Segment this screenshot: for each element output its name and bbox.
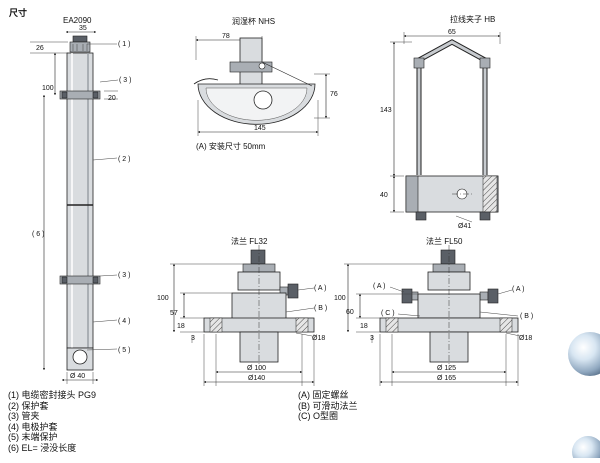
ea2090-dim-100: 100 [42, 85, 54, 92]
hb-drawing: 拉线夹子 HB 65 143 40 Ø41 [380, 14, 501, 230]
ea2090-dim-26: 26 [36, 45, 44, 52]
fl32-dim-dia18: Ø18 [312, 335, 325, 342]
legend-item-b: (B) 可滑动法兰 [298, 400, 358, 411]
fl32-dim-dia100: Ø 100 [247, 365, 266, 372]
fl32-fixing-screw [287, 283, 299, 299]
ea2090-callout-1: ( 1 ) [118, 41, 130, 48]
ea2090-callout-5: ( 5 ) [118, 347, 130, 354]
fl32-gland [250, 249, 266, 265]
fl32-dim-3: 3 [191, 335, 195, 342]
fl50-dim-dia18: Ø18 [519, 335, 532, 342]
ea2090-dim-20: 20 [108, 95, 116, 102]
nhs-title: 润湿杯 NHS [232, 16, 275, 26]
fl50-dim-dia165: Ø 165 [437, 375, 456, 382]
fl32-title: 法兰 FL32 [231, 236, 268, 246]
ea2090-drawing: EA2090 35 26 Ø 40 [30, 16, 131, 384]
fl32-dim-100: 100 [157, 295, 169, 302]
fl50-callout-b: ( B ) [520, 313, 533, 320]
hb-dim-143: 143 [380, 107, 392, 114]
decorative-sphere-lower [572, 436, 600, 463]
hb-title: 拉线夹子 HB [450, 14, 495, 24]
ea2090-dim-6: ( 6 ) [32, 231, 44, 238]
fl32-dim-18: 18 [177, 323, 185, 330]
fl50-gland [440, 249, 456, 265]
nhs-dim-78: 78 [222, 33, 230, 40]
legend-item-a: (A) 固定螺丝 [298, 390, 349, 400]
fl50-callout-c: ( C ) [381, 310, 395, 317]
fl32-callout-a: ( A ) [314, 285, 326, 292]
ea2090-dim-35: 35 [79, 25, 87, 32]
cable-gland [69, 41, 91, 53]
pipe-clamp-upper [59, 90, 101, 100]
fl50-callout-a-left: ( A ) [373, 283, 385, 290]
ea2090-title: EA2090 [63, 16, 92, 25]
fl32-drawing: 法兰 FL32 100 57 18 3 Ø18 Ø [157, 236, 327, 386]
legend-item-5: (5) 末端保护 [8, 432, 58, 442]
pipe-clamp-lower [59, 275, 101, 285]
fl50-dim-60: 60 [346, 309, 354, 316]
page-title: 尺寸 [9, 7, 27, 18]
nhs-drawing: 润湿杯 NHS 78 76 145 (A) 安装尺寸 50mm [193, 16, 338, 151]
fl32-dim-dia140: Ø140 [248, 375, 265, 382]
fl50-callout-a-right: ( A ) [512, 286, 524, 293]
ea2090-callout-3a: ( 3 ) [119, 77, 131, 84]
fl50-dim-18: 18 [360, 323, 368, 330]
parts-legend-right: (A) 固定螺丝 (B) 可滑动法兰 (C) O型圈 [298, 390, 358, 422]
fl50-fixing-screw-right [487, 288, 499, 304]
legend-item-6: (6) EL= 浸没长度 [8, 442, 77, 453]
hb-dim-dia41: Ø41 [458, 223, 471, 230]
cable-gland-top [72, 35, 88, 43]
ea2090-callout-3b: ( 3 ) [118, 272, 130, 279]
nhs-dim-76: 76 [330, 91, 338, 98]
hb-dim-65: 65 [448, 29, 456, 36]
fl50-dim-3: 3 [370, 335, 374, 342]
legend-item-3: (3) 管夹 [8, 411, 40, 421]
fl50-drawing: 法兰 FL50 100 60 18 3 Ø18 [334, 236, 533, 386]
fl32-callout-b: ( B ) [314, 305, 327, 312]
ea2090-callout-4: ( 4 ) [118, 318, 130, 325]
parts-legend-left: (1) 电缆密封接头 PG9 (2) 保护套 (3) 管夹 (4) 电极护套 (… [8, 390, 96, 453]
legend-item-2: (2) 保护套 [8, 400, 49, 411]
ea2090-dim-dia40: Ø 40 [70, 373, 85, 380]
legend-item-1: (1) 电缆密封接头 PG9 [8, 390, 97, 400]
ea2090-callout-2: ( 2 ) [118, 156, 130, 163]
fl50-dim-100: 100 [334, 295, 346, 302]
fl50-title: 法兰 FL50 [426, 236, 463, 246]
legend-item-c: (C) O型圈 [298, 411, 338, 421]
fl32-dim-57: 57 [170, 310, 178, 317]
legend-item-4: (4) 电极护套 [8, 421, 58, 432]
nhs-dim-145: 145 [254, 125, 266, 132]
hb-dim-40: 40 [380, 192, 388, 199]
nhs-note: (A) 安装尺寸 50mm [196, 141, 266, 151]
fl50-dim-dia125: Ø 125 [437, 365, 456, 372]
fl50-fixing-screw-left [401, 288, 413, 304]
decorative-sphere-upper [568, 332, 600, 376]
